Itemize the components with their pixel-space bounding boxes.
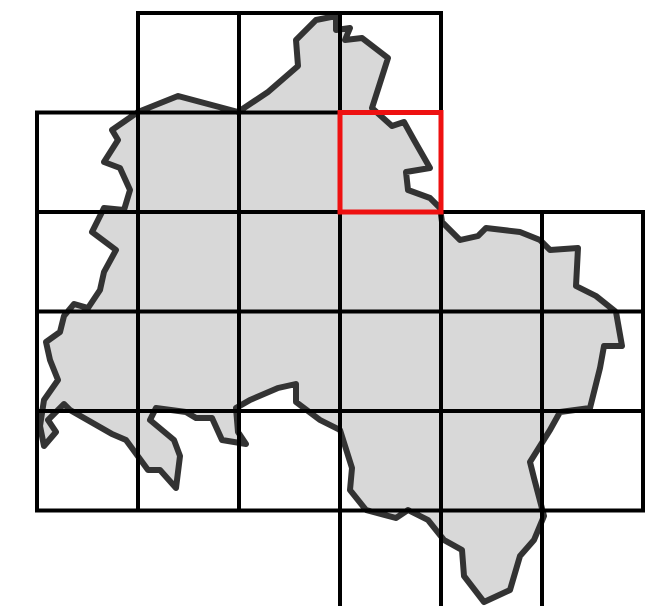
region-shape [37,13,625,605]
grid-cell[interactable] [439,508,544,606]
highlighted-cell[interactable] [337,110,444,215]
grid-cell[interactable] [540,409,645,513]
